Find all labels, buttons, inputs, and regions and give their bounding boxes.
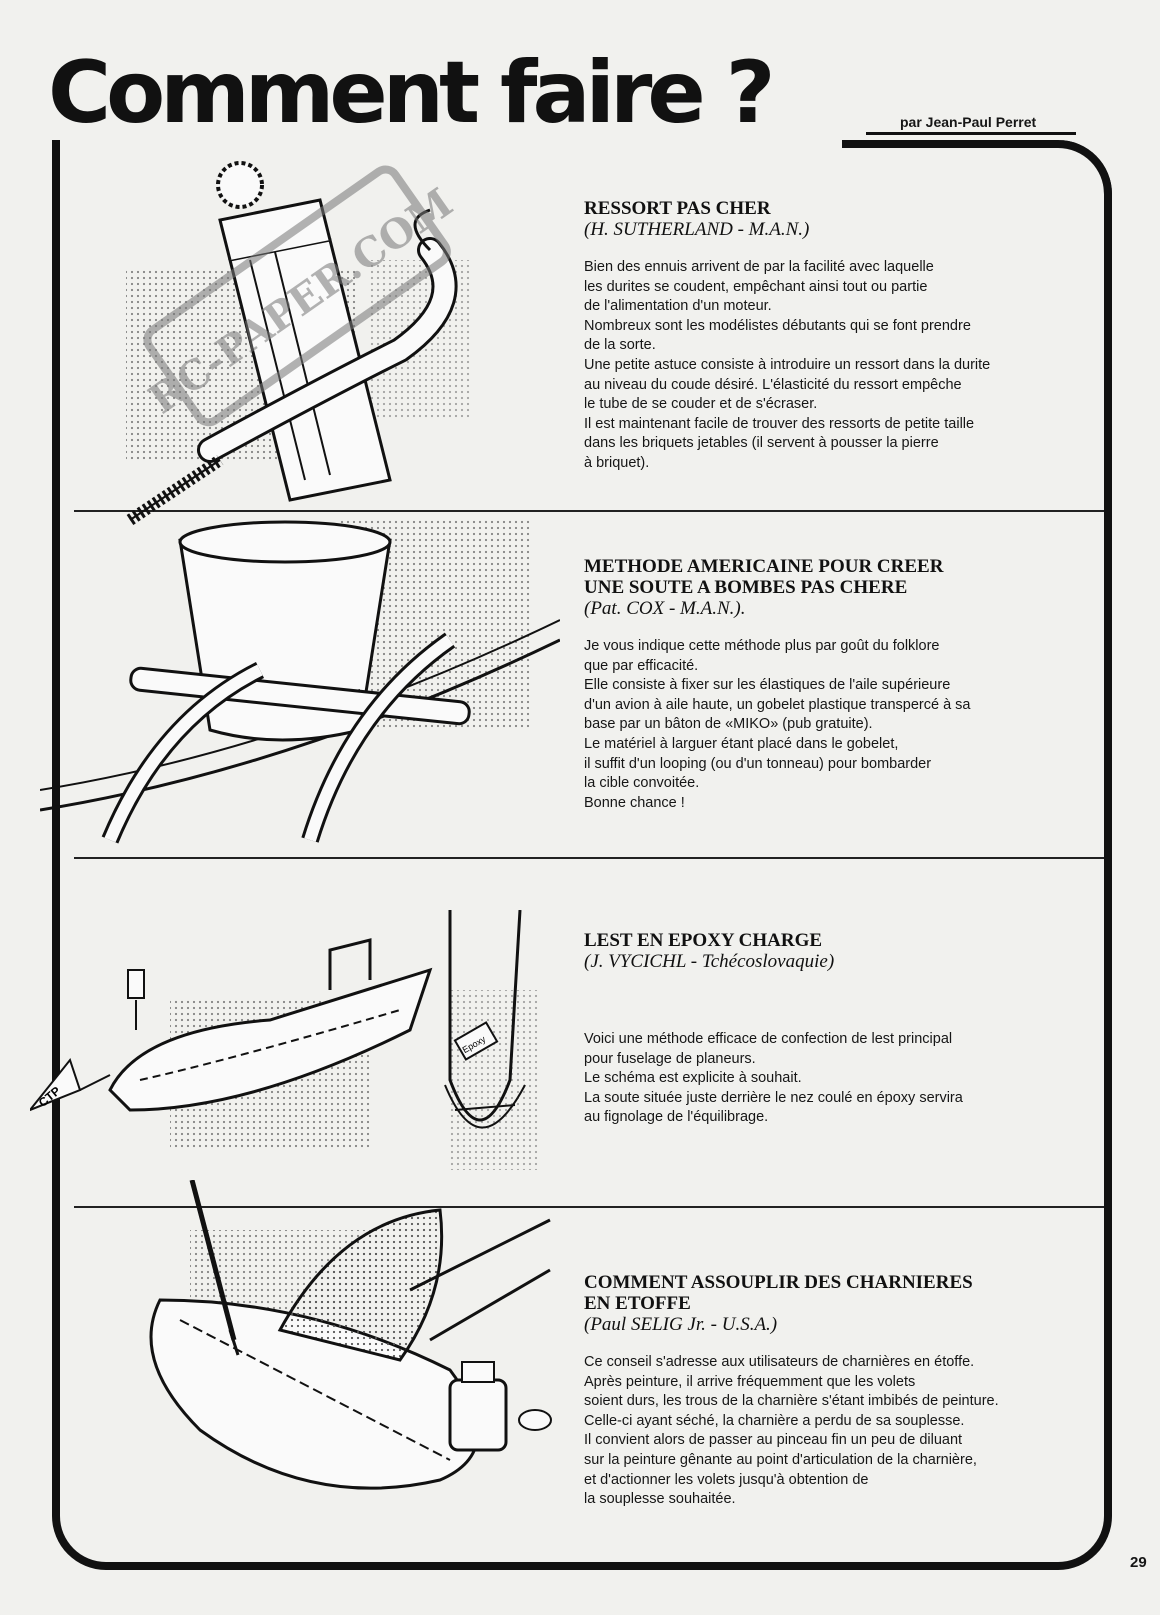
section-title: COMMENT ASSOUPLIR DES CHARNIERES EN ETOF… [584,1272,973,1314]
page-title: Comment faire ? [48,43,776,143]
section-soute-bombes: METHODE AMERICAINE POUR CREER UNE SOUTE … [584,556,1094,813]
page-frame [52,140,1112,1570]
bomb-bay-cup-illustration [40,520,560,844]
section-body: Je vous indique cette méthode plus par g… [584,638,971,811]
section-lest-epoxy: LEST EN EPOXY CHARGE (J. VYCICHL - Tchéc… [584,930,1094,1128]
section-title: RESSORT PAS CHER [584,198,771,219]
section-ressort: RESSORT PAS CHER (H. SUTHERLAND - M.A.N.… [584,198,1094,474]
epoxy-ballast-illustration: CTP Epoxy [30,910,540,1170]
hinge-brush-illustration [149,1180,552,1490]
section-title: LEST EN EPOXY CHARGE [584,930,823,951]
section-body: Ce conseil s'adresse aux utilisateurs de… [584,1354,999,1508]
section-divider [74,857,1104,859]
section-title: METHODE AMERICAINE POUR CREER UNE SOUTE … [584,556,944,598]
page-frame-top [842,140,1056,148]
byline: par Jean-Paul Perret [900,114,1037,130]
section-divider [74,1206,1104,1208]
section-body: Voici une méthode efficace de confection… [584,1031,963,1126]
title-underline [866,132,1076,135]
section-charnieres: COMMENT ASSOUPLIR DES CHARNIERES EN ETOF… [584,1272,1094,1510]
section-divider [74,510,1104,512]
section-body: Bien des ennuis arrivent de par la facil… [584,259,991,471]
section-credit: (J. VYCICHL - Tchécoslovaquie) [584,951,835,972]
section-credit: (Paul SELIG Jr. - U.S.A.) [584,1314,778,1335]
lighter-spring-illustration [126,161,470,525]
page-frame-corner [1010,140,1112,210]
page-number: 29 [1130,1554,1147,1571]
section-credit: (H. SUTHERLAND - M.A.N.) [584,219,810,240]
watermark-stamp: RC-PAPER.COM [141,165,461,427]
section-credit: (Pat. COX - M.A.N.). [584,598,746,619]
